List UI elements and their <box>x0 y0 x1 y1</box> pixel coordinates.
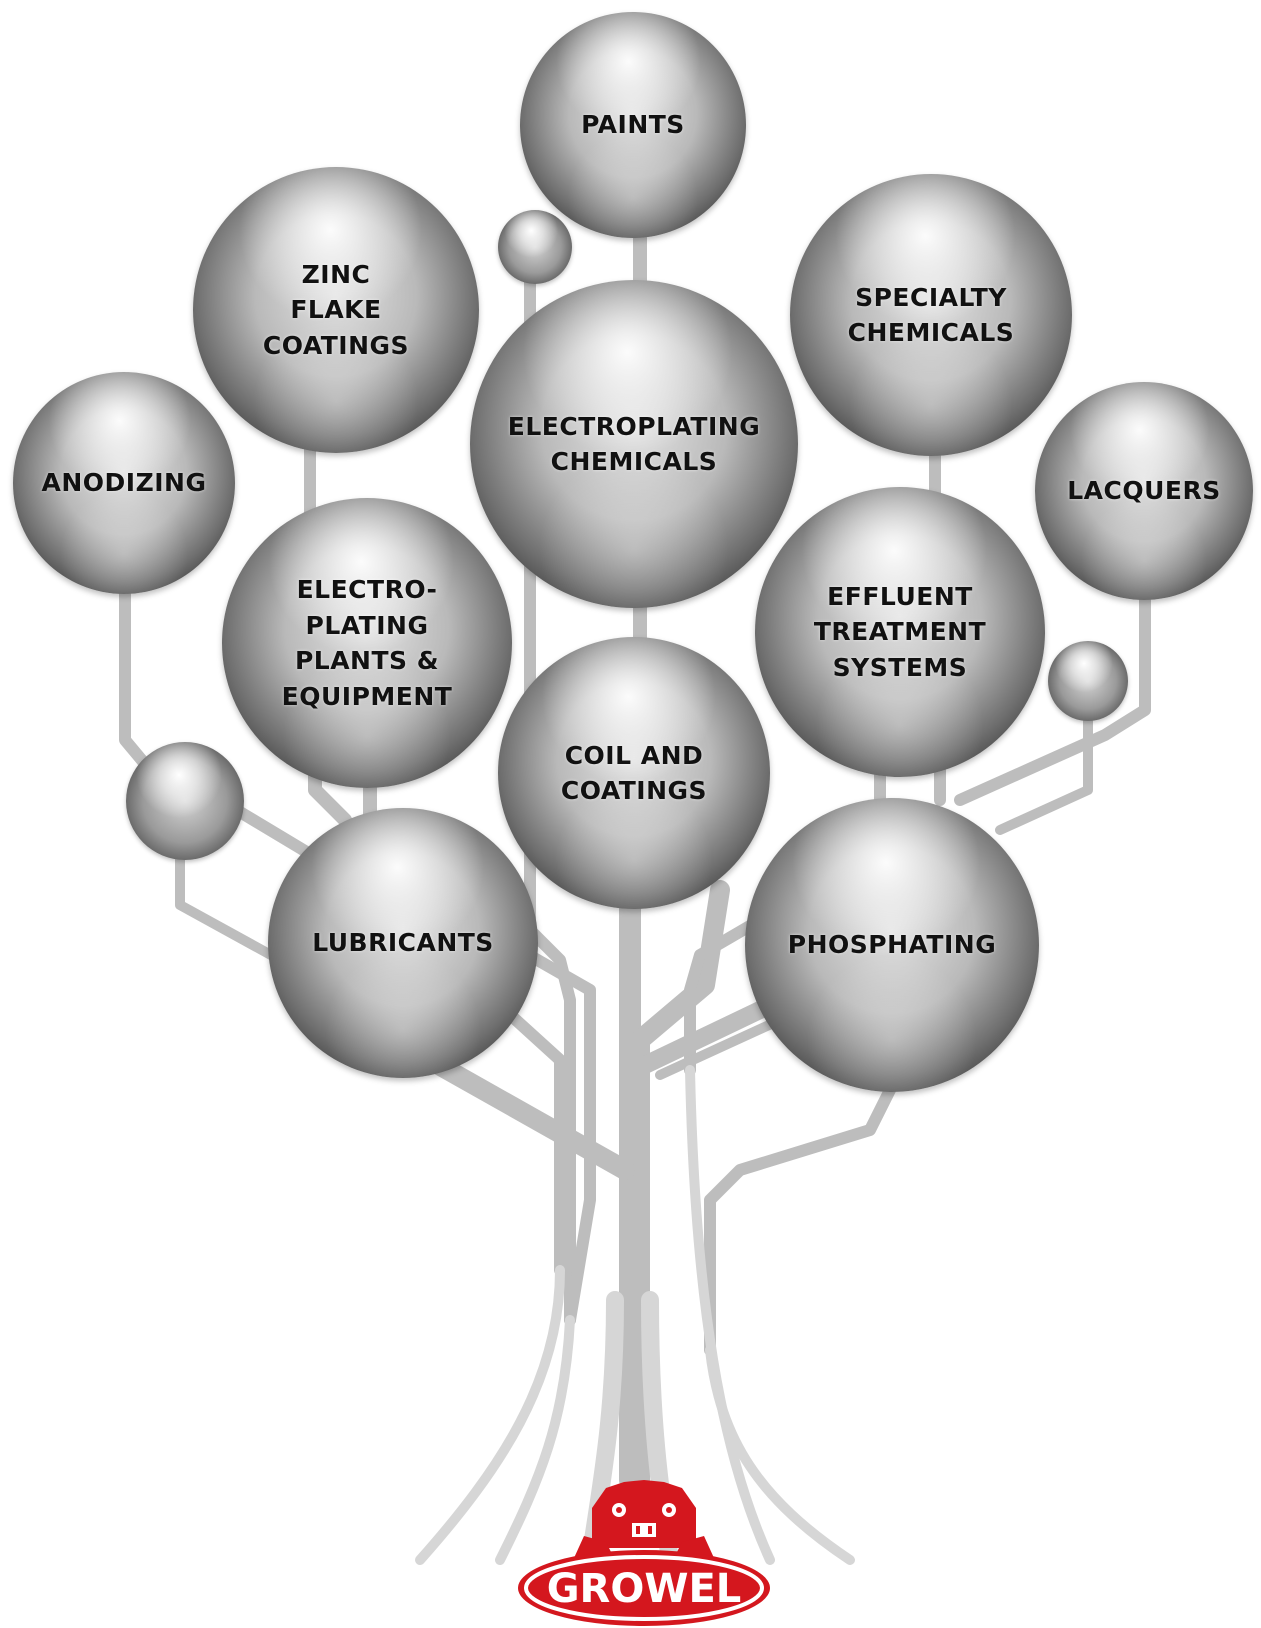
node-anodizing: ANODIZING <box>13 372 235 594</box>
branch-lacquers <box>954 579 1151 806</box>
small-sphere-top <box>498 210 572 284</box>
logo-badge-outer <box>518 1550 770 1626</box>
node-paints: PAINTS <box>520 12 746 238</box>
node-phosphating: PHOSPHATING <box>745 798 1039 1092</box>
branch-lubricants-lower <box>499 1004 566 1276</box>
branch-anodizing <box>119 584 156 776</box>
small-sphere-right <box>1048 641 1128 721</box>
small-sphere-left <box>126 742 244 860</box>
node-label: ELECTRO- PLATING PLANTS & EQUIPMENT <box>281 575 453 711</box>
branch-small-right <box>995 705 1093 835</box>
root-2 <box>495 1315 575 1565</box>
node-label: ZINC FLAKE COATINGS <box>262 259 410 360</box>
node-specialty-chemicals: SPECIALTY CHEMICALS <box>790 174 1072 456</box>
branch-electroplating-left <box>524 274 576 1326</box>
node-label: PAINTS <box>581 110 685 140</box>
node-label: PHOSPHATING <box>787 930 997 960</box>
node-lacquers: LACQUERS <box>1035 382 1253 600</box>
branch-phosphating <box>636 1001 769 1074</box>
node-label: COIL AND COATINGS <box>560 740 708 806</box>
node-electroplating-chemicals: ELECTROPLATING CHEMICALS <box>470 280 798 608</box>
branch-phosphating-left <box>684 914 766 1076</box>
node-label: ELECTROPLATING CHEMICALS <box>507 411 761 477</box>
node-zinc-flake-coatings: ZINC FLAKE COATINGS <box>193 167 479 453</box>
root-1 <box>415 1265 565 1565</box>
logo-text: GROWEL <box>547 1566 742 1612</box>
node-coil-and-coatings: COIL AND COATINGS <box>498 637 770 909</box>
node-label: EFFLUENT TREATMENT SYSTEMS <box>813 581 987 682</box>
node-label: LUBRICANTS <box>312 928 494 958</box>
branch-lubricants-right <box>514 944 596 1326</box>
node-effluent-treatment-systems: EFFLUENT TREATMENT SYSTEMS <box>755 487 1045 777</box>
node-lubricants: LUBRICANTS <box>268 808 538 1078</box>
branch-phosphating-lower <box>704 1084 896 1356</box>
node-label: ANODIZING <box>41 468 207 498</box>
logo-badge-ring <box>524 1555 764 1621</box>
branch-phosphating-mid <box>655 1015 785 1080</box>
node-label: SPECIALTY CHEMICALS <box>847 282 1015 348</box>
node-label: LACQUERS <box>1067 476 1221 506</box>
node-electroplating-plants-equipment: ELECTRO- PLATING PLANTS & EQUIPMENT <box>222 498 512 788</box>
trunk-main <box>630 880 730 1490</box>
logo-mascot-icon <box>574 1480 714 1558</box>
growel-logo: GROWEL <box>518 1480 770 1626</box>
root-6 <box>705 1345 855 1565</box>
